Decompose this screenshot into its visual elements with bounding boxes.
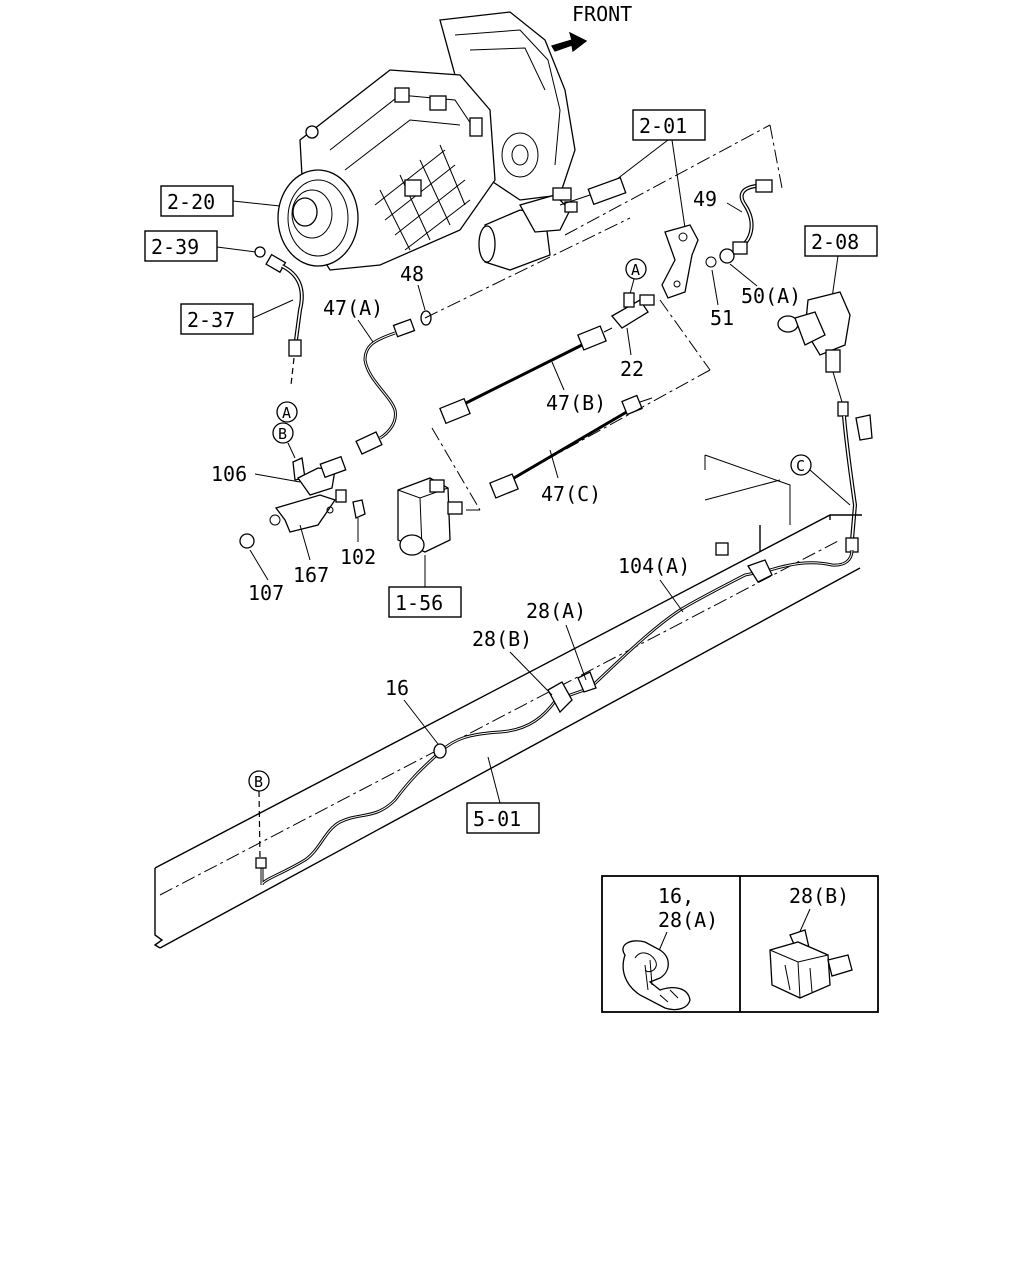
ref-1-56: 1-56 <box>388 477 463 618</box>
pipe-47a: 47(A) <box>323 217 631 455</box>
clip-16-28a-illustration <box>622 940 691 1011</box>
part-47a-label: 47(A) <box>323 296 383 320</box>
part-28a-label: 28(A) <box>526 599 586 623</box>
ref-2-01-label: 2-01 <box>639 114 687 138</box>
bracket-assembly-167: B 106 107 167 102 <box>211 422 376 605</box>
part-106-label: 106 <box>211 462 247 486</box>
transmission-illustration <box>277 11 578 271</box>
inset-left-line2: 28(A) <box>658 908 718 932</box>
part-51-label: 51 <box>710 306 734 330</box>
inset-left-line1: 16, <box>658 884 694 908</box>
pipe-104a: 104(A) <box>255 542 854 886</box>
ref-2-20: 2-20 <box>160 185 281 217</box>
detail-inset: 16, 28(A) 28(B) <box>601 875 879 1013</box>
marker-c-label: C <box>796 457 805 475</box>
ref-2-37: 2-37 <box>180 253 304 386</box>
part-48: 48 <box>400 262 432 326</box>
pipe-47c: 47(C) <box>489 394 653 506</box>
hose-to-marker-c <box>837 401 873 553</box>
tee-fitting-22: A 22 <box>611 258 655 381</box>
part-104a-label: 104(A) <box>618 554 690 578</box>
ref-2-39: 2-39 <box>144 230 266 262</box>
part-48-label: 48 <box>400 262 424 286</box>
ref-2-37-label: 2-37 <box>187 308 235 332</box>
bracket-and-hose-49: 49 <box>661 179 773 299</box>
front-arrow: FRONT <box>551 2 632 53</box>
ref-2-39-label: 2-39 <box>151 235 199 259</box>
hydraulic-fittings-upper <box>559 124 783 236</box>
part-22-label: 22 <box>620 357 644 381</box>
part-107-label: 107 <box>248 581 284 605</box>
part-167-label: 167 <box>293 563 329 587</box>
ref-2-20-label: 2-20 <box>167 190 215 214</box>
frame-rail <box>153 454 862 949</box>
ref-5-01-label: 5-01 <box>473 807 521 831</box>
inset-right-label: 28(B) <box>789 884 849 908</box>
part-102-label: 102 <box>340 545 376 569</box>
marker-a-top-label: A <box>631 261 640 279</box>
part-47c-label: 47(C) <box>541 482 601 506</box>
ref-2-08: 2-08 <box>777 225 878 403</box>
part-50a-label: 50(A) <box>741 284 801 308</box>
marker-b-bottom-label: B <box>254 773 263 791</box>
part-47b-label: 47(B) <box>546 391 606 415</box>
fittings-50-51: 50(A) 51 <box>705 248 801 330</box>
part-28b-label: 28(B) <box>472 627 532 651</box>
ref-2-01: 2-01 <box>607 109 706 229</box>
ref-1-56-label: 1-56 <box>395 591 443 615</box>
marker-b-top-label: B <box>278 425 287 443</box>
pipe-47b: 47(B) <box>439 325 613 425</box>
connector-leaders <box>431 299 711 511</box>
marker-a-left: A <box>276 401 298 423</box>
part-49-label: 49 <box>693 187 717 211</box>
marker-a-left-label: A <box>282 404 291 422</box>
clips-on-pipe: 28(A) 28(B) 16 <box>385 599 597 759</box>
marker-c: C <box>790 454 851 506</box>
ref-2-08-label: 2-08 <box>811 230 859 254</box>
part-16-label: 16 <box>385 676 409 700</box>
ref-5-01: 5-01 <box>466 756 540 834</box>
front-label: FRONT <box>572 2 632 26</box>
clip-28b-illustration <box>769 929 853 999</box>
marker-b-bottom: B <box>248 770 270 859</box>
